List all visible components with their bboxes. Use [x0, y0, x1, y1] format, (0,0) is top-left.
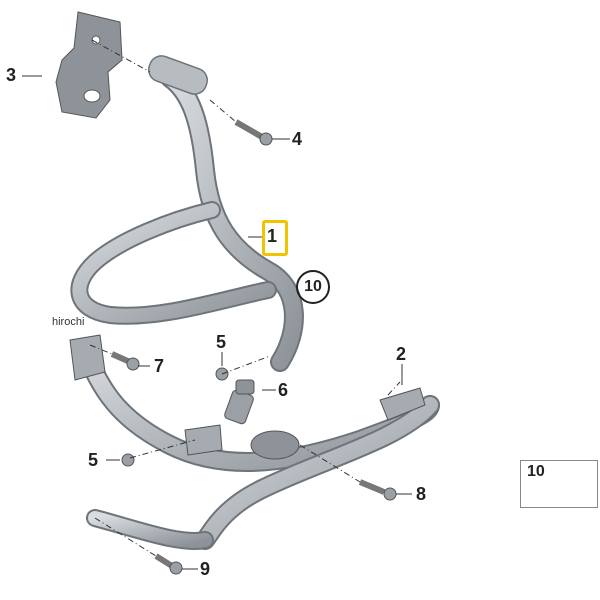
callout-part-3: 3 [6, 65, 17, 85]
bolt-part-8 [358, 479, 397, 501]
callout-part-9: 9 [200, 559, 211, 579]
bolt-part-9 [154, 553, 183, 575]
callout-part-1: 1 [267, 226, 278, 246]
callout-part-5-upper: 5 [216, 332, 227, 352]
inset-label-10: 10 [527, 463, 545, 480]
lower-crash-bar-part-2 [69, 334, 440, 550]
highlight-part-1 [262, 220, 288, 256]
callout-part-4: 4 [292, 129, 303, 149]
alignment-lines [89, 39, 401, 557]
upper-crash-bar-part-1 [70, 55, 304, 372]
clamp-part-6 [224, 379, 255, 425]
callout-part-8: 8 [416, 484, 427, 504]
bolt-part-7 [110, 351, 140, 371]
callout-part-5-lower: 5 [88, 450, 99, 470]
bolt-part-5-lower [121, 453, 135, 467]
callout-part-6: 6 [278, 380, 289, 400]
inset-box-part-10: 10 [520, 460, 598, 508]
bolt-part-4 [234, 119, 273, 146]
callout-part-2: 2 [396, 344, 407, 364]
leader-lines [22, 75, 412, 570]
mounting-bracket-part-3 [55, 11, 123, 119]
circled-reference-10: 10 [296, 270, 330, 304]
watermark-text: hirochi [52, 316, 85, 328]
callout-part-7: 7 [154, 356, 165, 376]
